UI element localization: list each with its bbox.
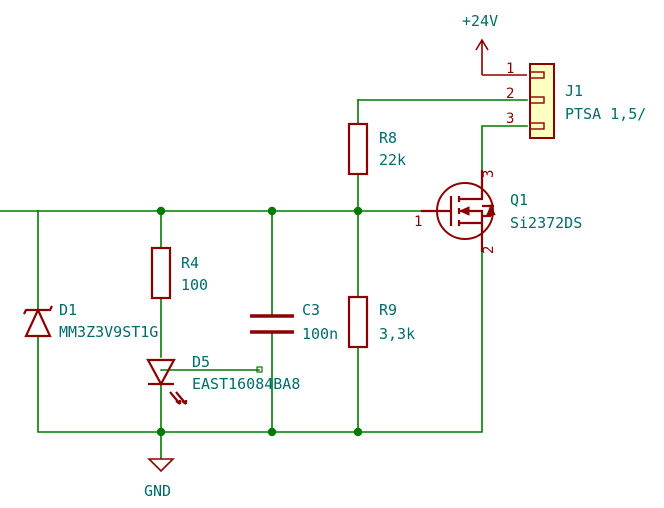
connector-j1: 1 2 3 J1 PTSA 1,5/ bbox=[506, 61, 646, 139]
j1-pin-number: 1 bbox=[506, 61, 514, 77]
wire-j1-pin3 bbox=[481, 125, 528, 171]
q1-ref: Q1 bbox=[510, 191, 528, 209]
r8-ref: R8 bbox=[379, 129, 397, 147]
mosfet-gate bbox=[421, 196, 453, 226]
mosfet-arrow-icon bbox=[458, 206, 470, 216]
j1-pin-number: 3 bbox=[506, 111, 514, 127]
connector-pin-icon bbox=[529, 96, 545, 104]
junction-dot bbox=[353, 427, 363, 437]
j1-ref: J1 bbox=[565, 82, 583, 100]
junction-dot bbox=[353, 206, 363, 216]
d5-ref: D5 bbox=[192, 353, 210, 371]
led-light-rays-icon bbox=[169, 391, 188, 405]
j1-value: PTSA 1,5/ bbox=[565, 105, 646, 123]
r9-value: 3,3k bbox=[379, 325, 415, 343]
q1-pin-source: 2 bbox=[481, 246, 497, 254]
capacitor-c3: C3 100n bbox=[250, 301, 338, 343]
d1-ref: D1 bbox=[59, 301, 77, 319]
resistor-r4: R4 100 bbox=[150, 246, 208, 300]
q1-pin-gate: 1 bbox=[414, 214, 422, 230]
r8-value: 22k bbox=[379, 151, 406, 169]
resistor-r9: R9 3,3k bbox=[347, 295, 415, 349]
j1-pin-number: 2 bbox=[506, 86, 514, 102]
d1-value: MM3Z3V9ST1G bbox=[59, 323, 158, 341]
vcc-power-symbol: +24V bbox=[462, 12, 527, 76]
zener-d1: D1 MM3Z3V9ST1G bbox=[23, 301, 158, 341]
c3-value: 100n bbox=[302, 325, 338, 343]
junction-dot bbox=[156, 206, 166, 216]
resistor-body bbox=[150, 246, 172, 300]
led-triangle-icon bbox=[146, 358, 176, 387]
led-pin-icon bbox=[256, 366, 263, 373]
d5-value: EAST16084BA8 bbox=[192, 375, 300, 393]
q1-value: Si2372DS bbox=[510, 214, 582, 232]
junctions bbox=[156, 206, 363, 437]
resistor-r8: R8 22k bbox=[347, 122, 406, 176]
ground-icon bbox=[147, 458, 175, 473]
resistor-body bbox=[347, 295, 369, 349]
body-diode-leads bbox=[482, 204, 493, 218]
led-d5: D5 EAST16084BA8 bbox=[146, 353, 300, 405]
junction-dot bbox=[156, 427, 166, 437]
connector-body bbox=[529, 63, 555, 139]
wire-gnd-rail bbox=[37, 251, 483, 433]
connector-pin-icon bbox=[529, 122, 545, 130]
vcc-arrow-icon bbox=[475, 38, 489, 75]
mosfet-q1: 1 3 2 Q1 Si2372DS bbox=[414, 170, 582, 254]
r9-ref: R9 bbox=[379, 301, 397, 319]
wires bbox=[0, 99, 528, 459]
r4-value: 100 bbox=[181, 276, 208, 294]
junction-dot bbox=[267, 427, 277, 437]
vcc-label: +24V bbox=[462, 12, 498, 30]
junction-dot bbox=[267, 206, 277, 216]
gnd-label: GND bbox=[144, 482, 171, 500]
r4-ref: R4 bbox=[181, 254, 199, 272]
connector-pin-icon bbox=[529, 71, 545, 79]
zener-triangle-icon bbox=[24, 307, 52, 338]
zener-bar-icon bbox=[23, 305, 53, 315]
q1-pin-drain: 3 bbox=[481, 170, 497, 178]
resistor-body bbox=[347, 122, 369, 176]
capacitor-plates-icon bbox=[250, 314, 294, 334]
gnd-power-symbol: GND bbox=[144, 458, 175, 500]
c3-ref: C3 bbox=[302, 301, 320, 319]
